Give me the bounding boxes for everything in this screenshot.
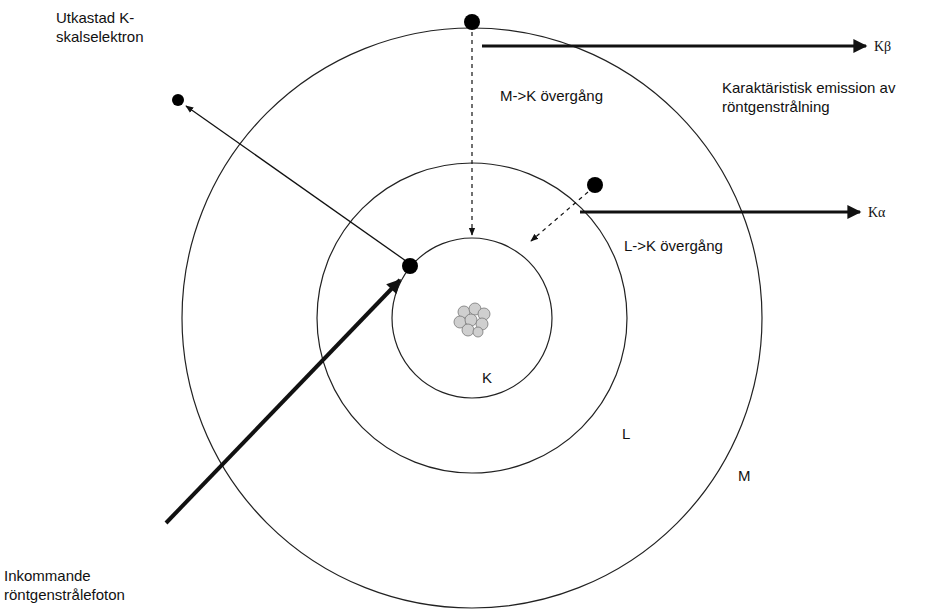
incoming-photon-arrow [166,280,400,523]
k-beta-arrow [482,45,866,48]
ejected-electron [172,94,184,106]
emission-note: Karaktäristisk emission av röntgenstråln… [722,78,900,116]
l-electron [587,177,603,193]
k-electron [402,258,418,274]
ejection-arrow [186,106,406,261]
ejected-electron-label: Utkastad K-skalselektron [56,8,191,46]
k-shell [392,238,552,398]
transition-label: M->K övergång [500,86,603,105]
incoming-photon-label: Inkommande röntgenstrålefoton [4,566,144,604]
shell-label: L [622,424,630,443]
m-to-k-transition [471,32,472,235]
k-beta-label: Kβ [874,37,891,56]
k-alpha-label: Kα [868,203,885,222]
m-shell [182,28,762,608]
m-electron [464,14,480,30]
l-to-k-transition [531,192,588,241]
nucleus [454,303,490,337]
transition-label: L->K övergång [622,236,725,255]
shell-label: M [738,466,751,485]
shell-label: K [482,368,492,387]
k-alpha-arrow [580,211,860,214]
